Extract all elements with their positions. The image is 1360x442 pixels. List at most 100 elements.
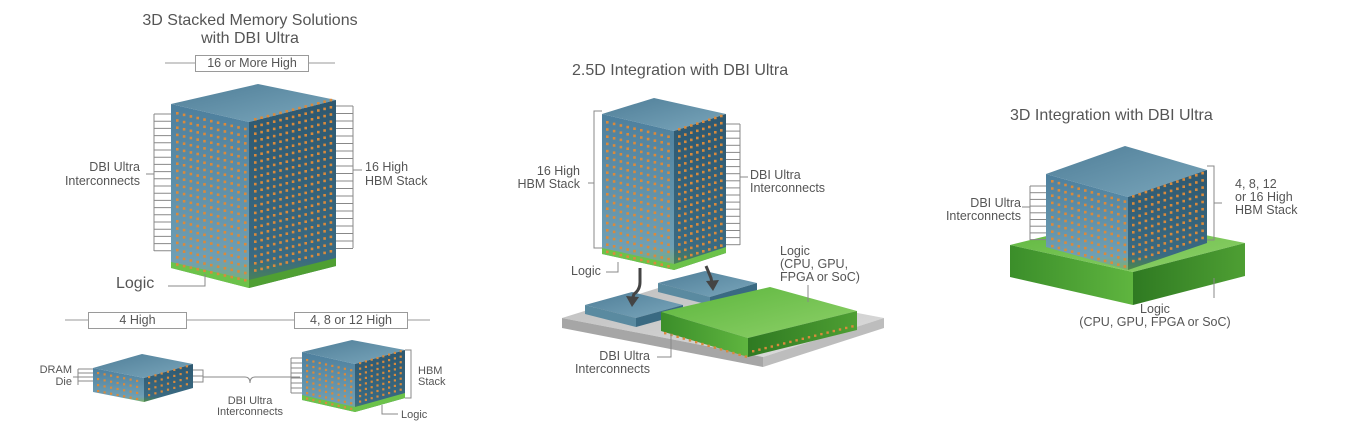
pad [230,246,233,250]
pad [312,393,315,396]
pad [626,176,629,179]
pad [272,242,276,246]
pad [223,130,227,133]
pad [702,142,705,145]
pad [223,209,227,212]
pad [1103,223,1107,227]
pad [708,147,711,150]
pad [619,232,623,235]
pad [266,237,270,240]
pad [1169,232,1173,236]
pad [210,227,213,231]
pad [626,205,629,208]
pad [1103,202,1107,205]
pad [708,226,711,230]
left-interconnect-leaders [146,113,171,252]
pad [254,125,257,128]
pad [1201,222,1204,225]
pad [1077,201,1080,205]
pad [690,138,693,142]
pad [244,206,247,210]
pad [370,391,373,394]
pad [667,265,670,268]
pad [304,177,307,180]
pad [1176,216,1179,219]
pad [318,367,321,370]
pad [223,202,227,205]
pad [708,204,711,208]
panel3-left-label-line1: DBI Ultra [970,196,1021,210]
panel1-logic-label: Logic [116,275,155,292]
pad [329,242,333,246]
pad [103,391,106,394]
pad [720,208,723,211]
pad [606,128,609,131]
pad [633,127,636,130]
pad [1103,194,1107,198]
pad [364,387,367,390]
pad [1176,187,1179,191]
pad [388,364,391,367]
pad [196,267,199,271]
pad [376,373,379,376]
pad [166,376,170,379]
pad [210,141,213,145]
pad [329,134,333,138]
pad [110,374,113,377]
pad [312,387,315,391]
pad [312,365,315,369]
pad [678,228,681,232]
pad [179,379,182,382]
pad [223,180,227,184]
pad [176,140,179,144]
pad [678,200,681,203]
pad [1051,230,1054,233]
pad [708,140,711,143]
pad [678,156,681,160]
pad [646,224,650,227]
pad [684,162,687,165]
pad [708,190,711,194]
pad [1138,207,1141,210]
pad [382,388,385,391]
pad [714,195,717,199]
pad [612,230,616,234]
pad [626,140,629,143]
pad [304,112,307,115]
pad [606,157,609,160]
pad [382,382,385,385]
pad [696,129,699,133]
pad [1132,245,1135,248]
pad [216,157,220,161]
pad [279,118,282,122]
pad [176,184,179,187]
pad [317,202,320,206]
pad [260,231,263,235]
pad [1157,244,1160,247]
pad [702,127,705,131]
panel2-title: 2.5D Integration with DBI Ultra [572,62,789,79]
pad [285,174,289,178]
pad [291,144,295,147]
pad [720,136,723,139]
pad [364,360,367,363]
pad [216,258,220,261]
pad [210,191,213,195]
pad [640,258,643,262]
pad [1188,176,1192,179]
pad [653,175,657,178]
pad [196,188,199,192]
pad [285,254,289,257]
pad [323,208,326,211]
pad [223,166,227,169]
pad [324,401,328,405]
pad [1201,200,1204,204]
pad [619,167,623,170]
pad [182,171,186,174]
pad [1201,179,1204,182]
pad [667,236,670,239]
pad [1110,196,1113,200]
pad [176,205,179,209]
pad [237,190,240,194]
pad [266,215,270,219]
